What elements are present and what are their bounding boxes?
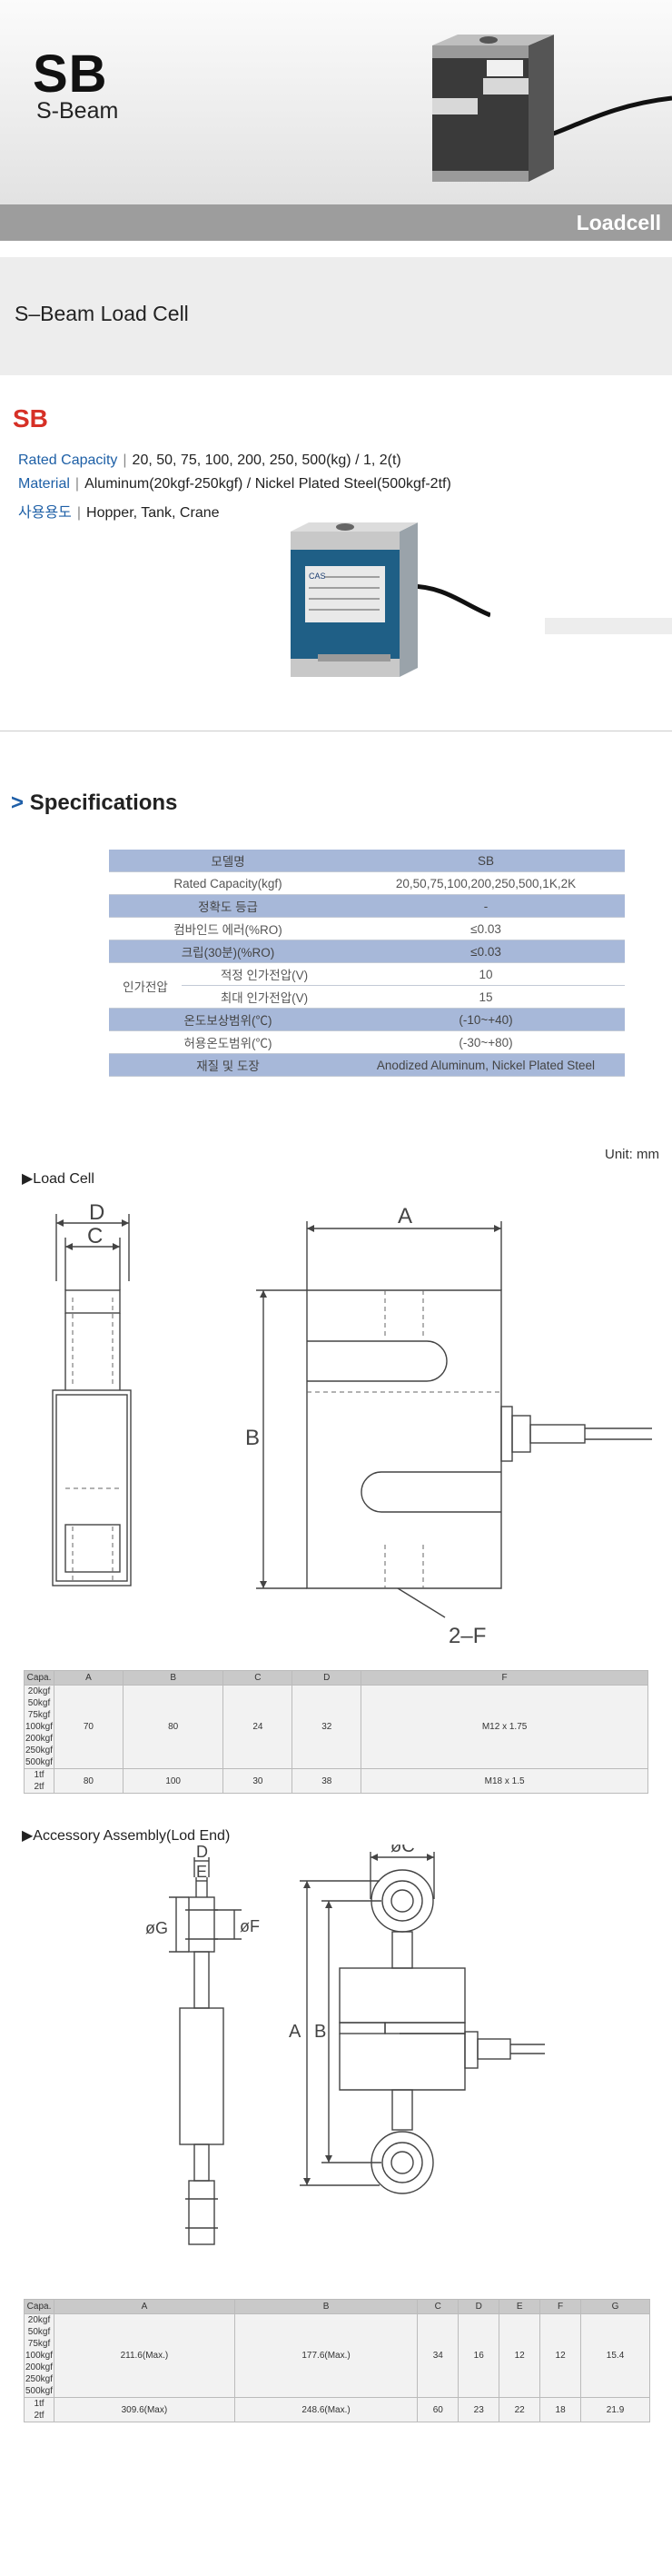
table-header: Capa. A B C D F: [24, 1670, 648, 1686]
specifications-table: 모델명 SB Rated Capacity(kgf) 20,50,75,100,…: [109, 850, 625, 1077]
spec-value: Hopper, Tank, Crane: [86, 505, 220, 521]
table-row: 온도보상범위(℃) (-10~+40): [109, 1008, 625, 1031]
acc-dim-g-label: øG: [145, 1919, 168, 1937]
unit-label: Unit: mm: [605, 1147, 659, 1162]
acc-dim-c-label: øC: [390, 1845, 415, 1856]
table-row: 재질 및 도장 Anodized Aluminum, Nickel Plated…: [109, 1053, 625, 1077]
accessory-drawing: D E øG øF øC A B: [145, 1845, 545, 2245]
loadcell-title: ▶Load Cell: [22, 1171, 94, 1187]
category-band: [0, 204, 672, 241]
table-row: 20kgf 50kgf 75kgf 100kgf 200kgf 250kgf 5…: [24, 2313, 650, 2398]
accessory-title: ▶Accessory Assembly(Lod End): [22, 1828, 231, 1844]
device-brand: CAS: [309, 572, 326, 581]
product-name: SB: [13, 404, 48, 433]
usage-line: 사용용도|Hopper, Tank, Crane: [18, 505, 220, 521]
spec-label: Rated Capacity: [18, 453, 118, 468]
specifications-title: > Specifications: [11, 791, 178, 815]
hero-banner: [0, 0, 672, 204]
acc-dim-a-label: A: [289, 2022, 301, 2042]
spec-label: Material: [18, 476, 70, 492]
product-image: CAS: [291, 522, 490, 677]
spec-value: 20, 50, 75, 100, 200, 250, 500(kg) / 1, …: [132, 453, 401, 468]
voltage-group-label: 인가전압: [109, 962, 182, 1009]
model-name: SB: [33, 45, 108, 104]
table-header: Capa. A B C D E F G: [24, 2299, 650, 2314]
dim-b-label: B: [245, 1426, 260, 1450]
accessory-dimension-table: Capa. A B C D E F G 20kgf 50kgf 75kgf 10…: [24, 2299, 650, 2422]
material-line: Material|Aluminum(20kgf-250kgf) / Nickel…: [18, 476, 451, 492]
section-title: S–Beam Load Cell: [15, 302, 189, 325]
dim-c-label: C: [87, 1224, 103, 1248]
spec-label: 사용용도: [18, 505, 72, 521]
rated-capacity-line: Rated Capacity|20, 50, 75, 100, 200, 250…: [18, 453, 401, 468]
table-header: 모델명 SB: [109, 850, 625, 872]
loadcell-drawing: D C A B 2–F: [52, 1200, 652, 1648]
table-row: Rated Capacity(kgf) 20,50,75,100,200,250…: [109, 871, 625, 895]
acc-dim-f-label: øF: [240, 1917, 260, 1935]
model-subtitle: S-Beam: [36, 98, 119, 124]
dim-d-label: D: [89, 1200, 104, 1225]
hero-product-image: [432, 35, 672, 182]
table-row: 20kgf 50kgf 75kgf 100kgf 200kgf 250kgf 5…: [24, 1685, 648, 1769]
table-row: 인가전압 적정 인가전압(V) 10: [109, 962, 625, 1009]
table-row: 1tf 2tf 80 100 30 38 M18 x 1.5: [24, 1768, 648, 1794]
table-row: 허용온도범위(℃) (-30~+80): [109, 1030, 625, 1054]
table-row: 최대 인가전압(V) 15: [109, 985, 625, 1009]
dim-a-label: A: [398, 1204, 412, 1228]
table-row: 크립(30분)(%RO) ≤0.03: [109, 940, 625, 963]
dim-f-label: 2–F: [449, 1624, 486, 1648]
specifications-title-text: Specifications: [29, 791, 178, 815]
category-label: Loadcell: [576, 211, 661, 234]
acc-dim-e-label: E: [196, 1863, 207, 1881]
decorative-strip: [545, 618, 672, 634]
table-row: 정확도 등급 -: [109, 894, 625, 918]
table-row: 1tf 2tf 309.6(Max) 248.6(Max.) 60 23 22 …: [24, 2397, 650, 2422]
loadcell-dimension-table: Capa. A B C D F 20kgf 50kgf 75kgf 100kgf…: [24, 1670, 648, 1794]
acc-dim-b-label: B: [314, 2022, 326, 2042]
title-section: [0, 257, 672, 375]
table-row: 컴바인드 에러(%RO) ≤0.03: [109, 917, 625, 940]
acc-dim-d-label: D: [196, 1845, 208, 1861]
spec-value: Aluminum(20kgf-250kgf) / Nickel Plated S…: [84, 476, 451, 492]
